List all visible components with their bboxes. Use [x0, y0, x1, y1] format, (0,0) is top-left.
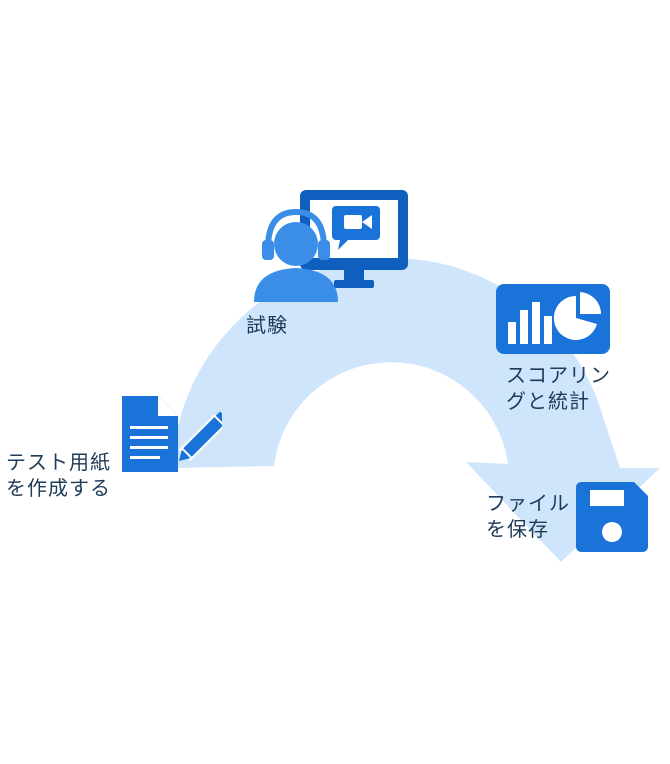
step-label-save: ファイル を保存: [486, 491, 570, 541]
document-pencil-icon: [122, 396, 222, 472]
step-label-exam: 試験: [246, 313, 288, 337]
chart-pie-icon: [496, 284, 610, 354]
step-label-create: テスト用紙 を作成する: [6, 450, 111, 500]
person-headset-monitor-icon: [254, 190, 408, 302]
floppy-disk-icon: [576, 482, 648, 552]
step-label-scoring: スコアリン グと統計: [506, 363, 611, 413]
